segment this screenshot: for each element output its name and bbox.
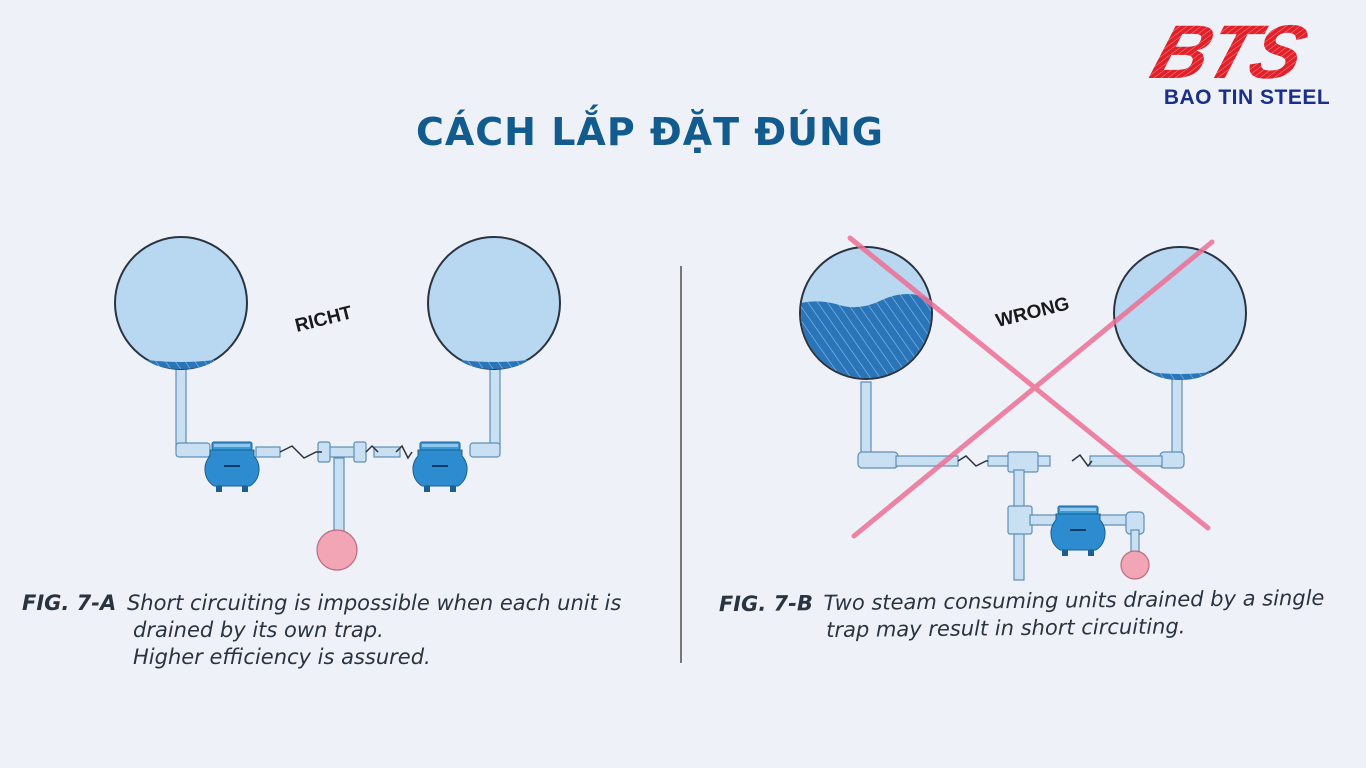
figure-a-pipes [175, 365, 501, 539]
wrong-cross-mark [847, 235, 1215, 539]
figure-a-trap-right [411, 441, 469, 493]
figure-a: RICHT [114, 236, 561, 571]
figure-b-tank-right [1113, 246, 1247, 380]
figure-b-tank-left [799, 246, 933, 380]
figure-b: WRONG [799, 235, 1247, 581]
figure-a-trap-left [203, 441, 261, 493]
figure-a-tank-right [427, 236, 561, 370]
figure-a-caption: FIG. 7-A Short circuiting is impossible … [22, 590, 621, 671]
page-title: CÁCH LẮP ĐẶT ĐÚNG [415, 110, 884, 154]
figure-a-drain-ball [316, 529, 358, 571]
figure-b-caption-line1: Two steam consuming units drained by a s… [823, 585, 1325, 616]
bts-logo-mark: BTS [1142, 9, 1318, 95]
figure-b-number: FIG. 7-B [718, 591, 814, 617]
figure-b-drain-ball [1120, 550, 1150, 580]
figure-a-number: FIG. 7-A [22, 591, 117, 615]
bts-logo: BTS BAO TIN STEEL [1140, 8, 1360, 113]
figure-divider [680, 266, 682, 663]
figure-b-trap [1049, 505, 1107, 557]
figure-b-pipes [857, 377, 1185, 581]
figure-a-caption-line3: Higher efficiency is assured. [133, 645, 431, 669]
figure-a-caption-line1: Short circuiting is impossible when each… [126, 591, 622, 615]
svg-text:BTS: BTS [1142, 9, 1318, 88]
figure-a-caption-line2: drained by its own trap. [133, 618, 384, 642]
figure-a-label: RICHT [293, 302, 355, 337]
figure-a-tank-left [114, 236, 248, 370]
figure-b-label: WRONG [994, 293, 1072, 332]
figure-b-caption: FIG. 7-B Two steam consuming units drain… [719, 585, 1325, 645]
logo-company-name: BAO TIN STEEL [1163, 86, 1331, 109]
